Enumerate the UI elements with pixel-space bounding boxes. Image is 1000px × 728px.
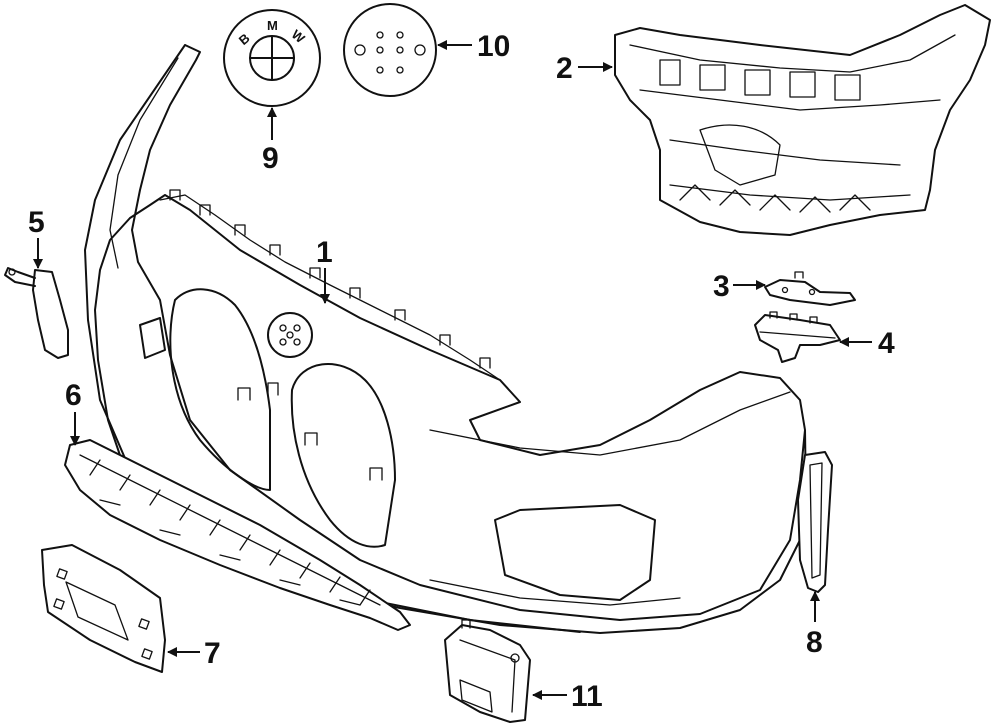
bracket-11 bbox=[444, 619, 531, 723]
callout-arrows bbox=[33, 40, 872, 700]
side-reflector bbox=[797, 451, 833, 593]
callout-10: 10 bbox=[477, 30, 510, 63]
callout-7: 7 bbox=[204, 637, 221, 670]
bumper-bracket bbox=[614, 4, 991, 236]
callout-3: 3 bbox=[713, 270, 730, 303]
callout-4: 4 bbox=[878, 327, 895, 360]
callout-2: 2 bbox=[556, 52, 573, 85]
tow-hook-cover bbox=[4, 267, 69, 359]
bracket-3 bbox=[764, 271, 856, 306]
callout-1: 1 bbox=[316, 236, 333, 269]
bracket-4 bbox=[754, 311, 841, 363]
callout-6: 6 bbox=[65, 379, 82, 412]
emblem-letter-m: M bbox=[267, 18, 278, 33]
callout-11: 11 bbox=[571, 680, 603, 713]
lower-spoiler bbox=[64, 439, 411, 631]
callout-8: 8 bbox=[806, 626, 823, 659]
callout-5: 5 bbox=[28, 206, 45, 239]
callout-labels: 1 2 3 4 5 6 7 8 9 10 11 bbox=[28, 30, 895, 713]
license-plate-bracket bbox=[41, 544, 166, 673]
emblem-base bbox=[343, 3, 437, 97]
bmw-emblem: B M W bbox=[223, 9, 321, 107]
callout-9: 9 bbox=[262, 142, 279, 175]
